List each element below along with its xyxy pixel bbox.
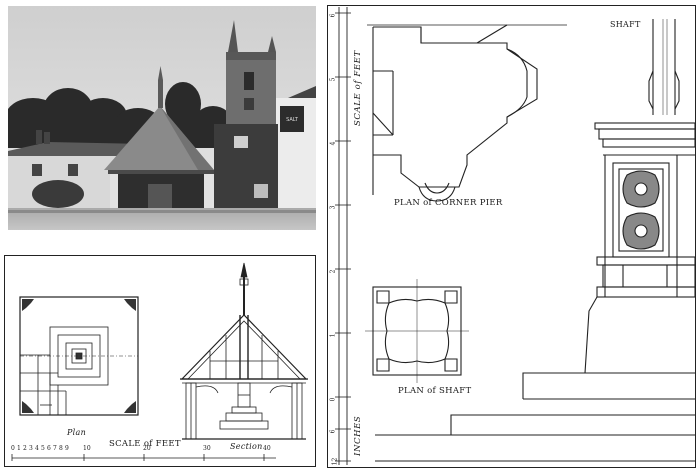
church-tower [226,20,276,128]
detail-scale-of-feet-label: SCALE of FEET [353,50,363,126]
ruler-mark-label: 0 [329,397,337,402]
scale-tick-label: 4 [35,445,39,452]
vertical-scale-ruler [338,6,347,465]
scale-tick-label: 8 [59,445,63,452]
scale-tick-label: 9 [65,445,69,452]
ruler-mark-label: 2 [329,269,337,274]
plan-section-svg [11,262,308,461]
shaft-title: SHAFT [610,20,641,29]
inn-sign [280,106,304,132]
ruler-mark-label: 12 [331,457,339,466]
scale-tick-label: 40 [263,445,271,452]
detail-inches-label: INCHES [353,415,363,456]
market-cross-photograph: SALT [8,6,316,230]
right-building: SALT [276,86,316,218]
ruler-mark-label: 1 [329,333,337,338]
scale-tick-label: 6 [47,445,51,452]
corner-piers [21,298,136,413]
scale-tick-label: 20 [143,445,151,452]
market-cross-building [104,66,214,214]
plan-scale-bar [11,453,276,461]
central-spire [158,80,163,108]
scale-tick-label: 3 [29,445,33,452]
detail-drawing: SCALE of FEET INCHES SHAFT PLAN of CORNE… [327,5,696,468]
scale-tick-label: 0 [11,445,15,452]
ruler-mark-label: 6 [329,429,337,434]
ruler-ticks [334,12,351,461]
inn-sign-text: SALT [286,117,299,123]
section-drawing [179,262,308,440]
detail-svg [334,6,696,465]
plan-scale-label: SCALE of FEET [109,439,181,449]
plan-drawing [18,295,139,416]
scale-tick-label: 1 [17,445,21,452]
corner-pier-plan [371,24,538,202]
scale-tick-label: 5 [41,445,45,452]
shaft-plan [364,278,469,383]
shaft-elevation [374,18,696,462]
section-caption: Section [230,442,263,451]
corner-pier-caption: PLAN of CORNER PIER [394,198,503,208]
plan-caption: Plan [67,428,87,437]
scale-tick-label: 7 [53,445,57,452]
photo-scene: SALT [8,6,316,230]
ruler-marks: 6 5 4 3 2 1 0 6 12 [328,6,348,469]
scale-tick-label: 30 [203,445,211,452]
road [8,208,316,230]
ruler-mark-label: 4 [329,141,337,146]
scale-tick-label: 10 [83,445,91,452]
ruler-mark-label: 5 [329,77,337,82]
plan-shaft-caption: PLAN of SHAFT [398,386,472,396]
scale-tick-label: 2 [23,445,27,452]
ruler-mark-label: 6 [329,13,337,18]
ruler-mark-label: 3 [329,205,337,210]
